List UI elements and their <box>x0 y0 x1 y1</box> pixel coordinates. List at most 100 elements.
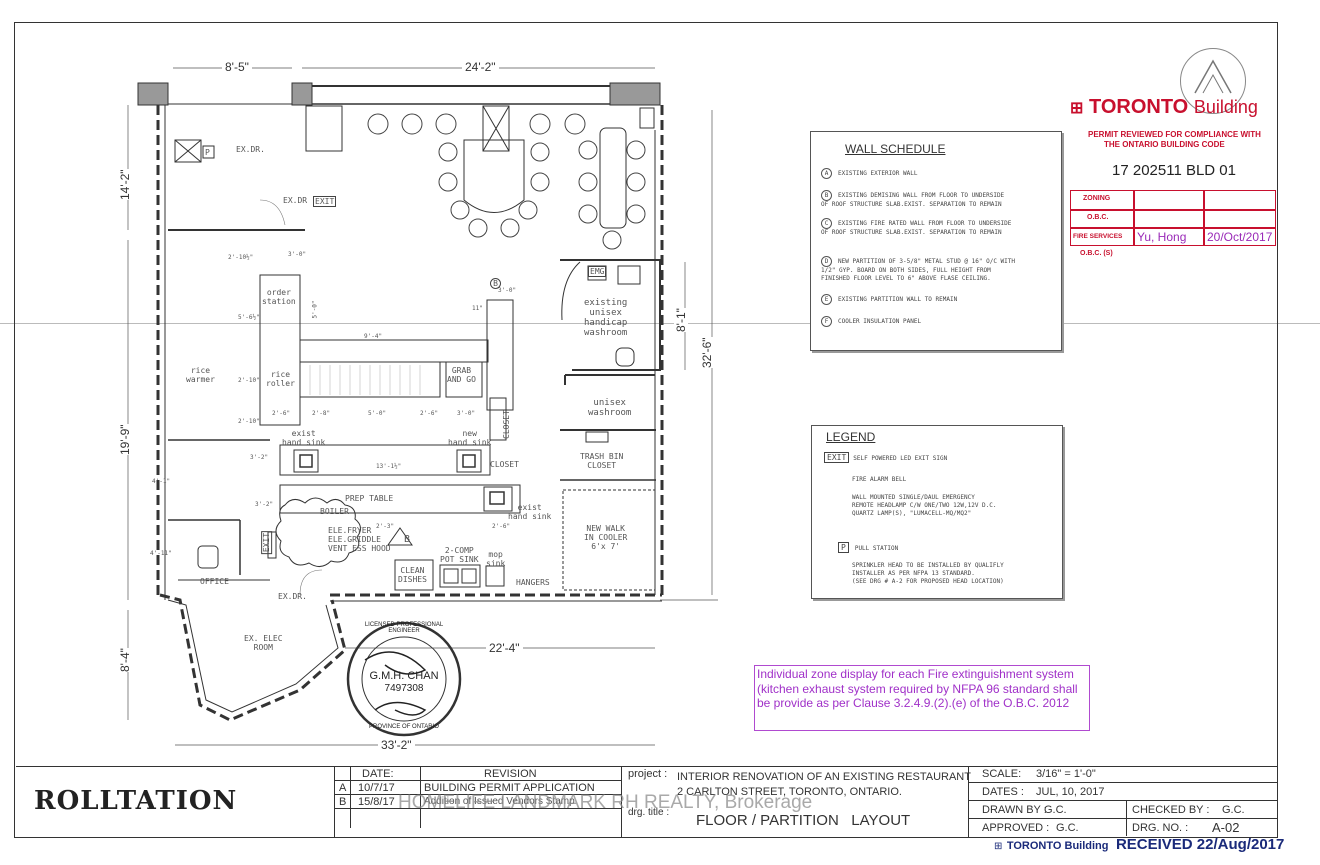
room-boiler: BOILER <box>320 507 349 516</box>
dates-value: JUL, 10, 2017 <box>1036 786 1105 798</box>
date-header: DATE: <box>362 768 394 780</box>
room-ex-dr-exit: EX.DR <box>283 196 308 205</box>
small-dim: 2'-10½" <box>228 254 254 261</box>
small-dim: 3'-2" <box>255 501 274 508</box>
room-rice-warmer: rice warmer <box>186 366 215 384</box>
fire-extinguishment-note: Individual zone display for each Fire ex… <box>754 665 1090 731</box>
checked-value: G.C. <box>1222 804 1245 816</box>
drawn-value: G.C. <box>1044 804 1067 816</box>
room-elec: EX. ELEC ROOM <box>244 634 283 652</box>
small-dim: 3'-2" <box>250 454 269 461</box>
obc-s-label: O.B.C. (S) <box>1080 250 1113 257</box>
room-hangers: HANGERS <box>516 578 550 587</box>
room-washroom-unisex: unisex washroom <box>588 398 632 418</box>
room-walk-in-cooler: NEW WALK IN COOLER 6'x 7' <box>584 524 628 551</box>
drg-title-label: drg. title : <box>628 807 670 818</box>
room-order-station: order station <box>262 288 296 306</box>
review-grid: ZONING O.B.C. FIRE SERVICES Yu, Hong 20/… <box>1070 190 1276 257</box>
small-dim: 3'-0" <box>457 410 476 417</box>
room-grab-and-go: GRAB AND GO <box>447 366 476 384</box>
small-dim: 2'-10" <box>238 377 260 384</box>
dates-label: DATES : <box>982 786 1024 798</box>
revision-key: B <box>339 796 347 808</box>
room-pot-sink: 2-COMP POT SINK <box>440 546 479 564</box>
permit-number: 17 202511 BLD 01 <box>1112 162 1236 179</box>
stools <box>367 113 646 250</box>
revision-table <box>334 766 622 838</box>
small-dim: 5'-0" <box>311 300 319 319</box>
small-dim: 9'-4" <box>364 333 383 340</box>
room-ex-dr-top: EX.DR. <box>236 145 265 154</box>
permit-reviewed-line2: THE ONTARIO BUILDING CODE <box>1104 140 1225 149</box>
building-icon: ⊞ <box>994 841 1003 852</box>
legend-row: WALL MOUNTED SINGLE/DAUL EMERGENCY REMOT… <box>852 494 997 517</box>
drawing-sheet-border <box>14 22 1278 838</box>
revision-b-marker: B <box>404 534 411 545</box>
checked-label: CHECKED BY : <box>1132 804 1210 816</box>
toronto-logo-circle <box>1180 48 1246 114</box>
small-dim: 2'-10" <box>238 418 260 425</box>
marker-b: B <box>490 278 501 289</box>
seal-number: 7497308 <box>384 683 424 694</box>
wall-schedule-title: WALL SCHEDULE <box>845 142 946 156</box>
drg-no-value: A-02 <box>1212 820 1240 835</box>
small-dim: 2'-6" <box>420 410 439 417</box>
revision-key: A <box>339 782 347 794</box>
small-dim: 5'-0" <box>368 410 387 417</box>
obc-label: O.B.C. <box>1070 210 1134 228</box>
review-date: 20/Oct/2017 <box>1204 228 1276 246</box>
exit-sign: EXIT <box>261 530 273 555</box>
small-dim: 2'-3" <box>376 523 395 530</box>
room-fryer: ELE.FRYER ELE.GRIDDLE VENT ESS HOOD <box>328 526 391 553</box>
room-clean-dishes: CLEAN DISHES <box>398 566 427 584</box>
info-table <box>968 766 1278 838</box>
room-prep-table: PREP TABLE <box>345 494 394 503</box>
project-line1: INTERIOR RENOVATION OF AN EXISTING RESTA… <box>677 771 971 783</box>
room-trash-bin: TRASH BIN CLOSET <box>580 452 624 470</box>
wall-top-block-left <box>137 82 169 106</box>
wall-top-block-right <box>609 82 661 106</box>
revision-text: BUILDING PERMIT APPLICATION <box>424 782 595 794</box>
project-line2: 2 CARLTON STREET, TORONTO, ONTARIO. <box>677 786 902 798</box>
fire-services-label: FIRE SERVICES <box>1070 228 1134 246</box>
dim-right-upper: 8'-1" <box>674 308 688 332</box>
room-washroom-handicap: existing unisex handicap washroom <box>584 298 628 338</box>
dim-bottom-inner: 22'-4" <box>486 641 523 655</box>
project-label: project : <box>628 768 668 780</box>
room-ex-dr-bottom: EX.DR. <box>278 592 307 601</box>
small-dim: 11" <box>472 305 483 312</box>
legend-row: SPRINKLER HEAD TO BE INSTALLED BY QUALIF… <box>852 562 1004 585</box>
firm-logo: ROLLTATION <box>34 786 238 816</box>
small-dim: 4'-11" <box>150 550 172 557</box>
realty-watermark: HOMELIFE LANDMARK RH REALTY, Brokerage <box>398 792 813 813</box>
seal-ring-text: LICENSED PROFESSIONAL ENGINEER <box>364 622 444 634</box>
revision-date: 10/7/17 <box>358 782 395 794</box>
engineer-seal: LICENSED PROFESSIONAL ENGINEER G.M.H. CH… <box>345 620 463 738</box>
toronto-building-brand: ⊞ TORONTO Building <box>1070 96 1258 118</box>
dim-bottom-total: 33'-2" <box>378 738 415 752</box>
wall-elec-room <box>159 593 347 722</box>
drg-no-label: DRG. NO. : <box>1132 822 1189 834</box>
building-icon: ⊞ <box>1070 100 1084 117</box>
received-stamp: ⊞ TORONTO Building RECEIVED 22/Aug/2017 <box>994 836 1285 853</box>
small-dim: 2'-8" <box>312 410 331 417</box>
approved-label: APPROVED : <box>982 822 1050 834</box>
pull-station-marker: P <box>205 148 210 157</box>
legend-title: LEGEND <box>826 430 876 444</box>
dim-top-main: 24'-2" <box>462 60 499 74</box>
small-dim: 4'-1" <box>152 478 171 485</box>
revision-text: Addition of Issued Vendors Stamp <box>424 796 575 807</box>
room-mop-sink: mop sink <box>486 550 506 568</box>
wall-top-block-mid <box>291 82 313 106</box>
legend-row: FIRE ALARM BELL <box>852 476 907 483</box>
room-exist-hand-sink-1: exist hand sink <box>282 429 326 447</box>
